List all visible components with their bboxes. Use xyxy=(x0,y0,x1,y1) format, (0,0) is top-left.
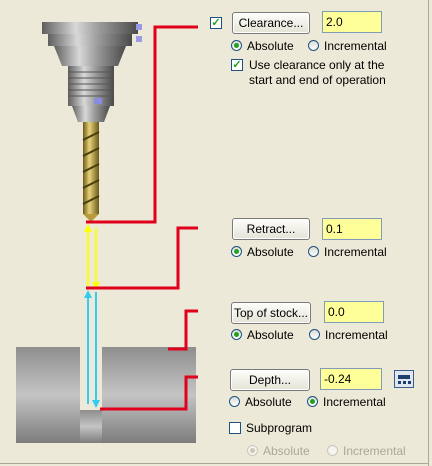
subprogram-incremental-label: Incremental xyxy=(343,444,406,458)
depth-value-field[interactable]: -0.24 xyxy=(320,368,382,390)
calculator-icon[interactable] xyxy=(394,370,414,388)
clearance-enable-checkbox[interactable]: ✓ xyxy=(210,17,222,29)
depth-incremental-radio[interactable] xyxy=(307,396,318,407)
clearance-value-field[interactable]: 2.0 xyxy=(322,11,382,33)
retract-incremental-label: Incremental xyxy=(324,245,387,259)
subprogram-incremental-radio xyxy=(327,445,338,456)
subprogram-label: Subprogram xyxy=(246,421,313,435)
top-of-stock-absolute-label: Absolute xyxy=(247,328,294,342)
use-clearance-label-line2: start and end of operation xyxy=(249,73,386,87)
depth-button[interactable]: Depth... xyxy=(230,369,310,391)
depth-absolute-radio[interactable] xyxy=(229,396,240,407)
clearance-absolute-radio[interactable] xyxy=(231,40,242,51)
drill-bit xyxy=(82,122,100,222)
subprogram-checkbox[interactable] xyxy=(229,422,241,434)
depth-absolute-label: Absolute xyxy=(245,395,292,409)
retract-value-field[interactable]: 0.1 xyxy=(322,218,382,240)
top-of-stock-value-field[interactable]: 0.0 xyxy=(324,301,384,323)
drill-illustration xyxy=(16,22,198,443)
clearance-button[interactable]: Clearance... xyxy=(232,12,310,34)
top-of-stock-absolute-radio[interactable] xyxy=(231,329,242,340)
use-clearance-label-line1: Use clearance only at the xyxy=(249,58,385,72)
stock-block xyxy=(16,347,196,443)
top-of-stock-incremental-label: Incremental xyxy=(325,328,388,342)
window-right-border xyxy=(428,0,429,466)
clearance-incremental-radio[interactable] xyxy=(308,40,319,51)
tool-holder xyxy=(42,22,142,122)
subprogram-absolute-radio xyxy=(247,445,258,456)
clearance-absolute-label: Absolute xyxy=(247,39,294,53)
depth-incremental-label: Incremental xyxy=(323,395,386,409)
subprogram-absolute-label: Absolute xyxy=(263,444,310,458)
leader-lines xyxy=(86,25,198,411)
retract-arrows xyxy=(84,224,100,290)
top-of-stock-incremental-radio[interactable] xyxy=(309,329,320,340)
use-clearance-checkbox[interactable]: ✓ xyxy=(231,59,243,71)
top-of-stock-button[interactable]: Top of stock... xyxy=(231,302,311,324)
retract-absolute-radio[interactable] xyxy=(231,246,242,257)
feed-arrows xyxy=(84,290,100,408)
window-bottom-border xyxy=(0,463,429,464)
retract-absolute-label: Absolute xyxy=(247,245,294,259)
retract-incremental-radio[interactable] xyxy=(308,246,319,257)
clearance-incremental-label: Incremental xyxy=(324,39,387,53)
retract-button[interactable]: Retract... xyxy=(232,218,310,240)
